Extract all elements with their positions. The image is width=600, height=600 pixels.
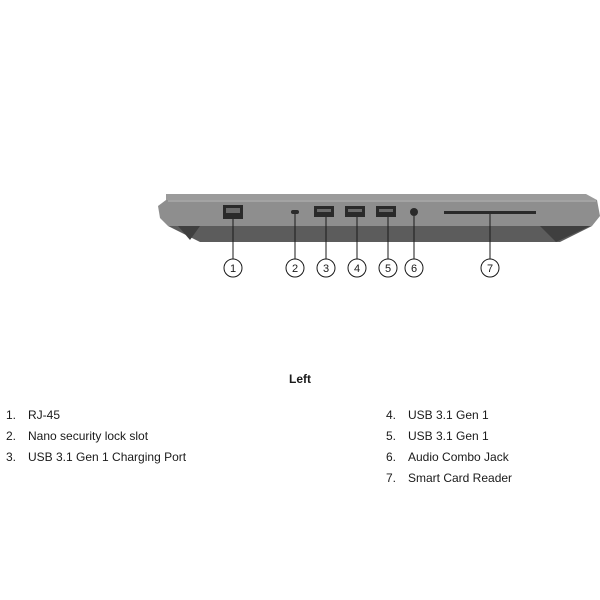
callout-number-1: 1 xyxy=(230,263,236,275)
callout-number-7: 7 xyxy=(487,263,493,275)
usb-port-5 xyxy=(376,206,396,217)
legend-item: 5. USB 3.1 Gen 1 xyxy=(386,426,512,447)
legend-item: 2. Nano security lock slot xyxy=(6,426,186,447)
callout-circle-5 xyxy=(378,258,398,278)
legend-list-left: 1. RJ-45 2. Nano security lock slot 3. USB … xyxy=(6,405,186,468)
callout-circle-7 xyxy=(480,258,500,278)
laptop-base xyxy=(168,226,592,242)
callout-number-2: 2 xyxy=(292,263,298,275)
laptop-rear-foot xyxy=(540,226,590,242)
laptop-left-side-diagram: 1 2 3 4 5 6 7 xyxy=(158,194,600,278)
usb-port-3 xyxy=(314,206,334,217)
callout-number-5: 5 xyxy=(385,263,391,275)
legend-label: Smart Card Reader xyxy=(408,471,513,485)
legend-index: 5. xyxy=(386,429,397,443)
audio-jack xyxy=(410,208,418,216)
callout-circle-2 xyxy=(285,258,305,278)
callout-number-6: 6 xyxy=(411,263,417,275)
laptop-front-foot xyxy=(178,226,200,240)
legend-item: 4. USB 3.1 Gen 1 xyxy=(386,405,512,426)
legend-item: 1. RJ-45 xyxy=(6,405,186,426)
legend-label: USB 3.1 Gen 1 Charging Port xyxy=(28,450,187,464)
callout-circle-4 xyxy=(347,258,367,278)
legend-label: USB 3.1 Gen 1 xyxy=(408,429,489,443)
legend-index: 3. xyxy=(6,450,17,464)
legend-index: 7. xyxy=(386,471,397,485)
callout-circle-3 xyxy=(316,258,336,278)
legend-index: 2. xyxy=(6,429,17,443)
callout-circle-1 xyxy=(223,258,243,278)
legend-label: Nano security lock slot xyxy=(28,429,149,443)
nano-lock-slot xyxy=(291,210,299,214)
legend-index: 6. xyxy=(386,450,397,464)
callout-number-3: 3 xyxy=(323,263,329,275)
legend-label: RJ-45 xyxy=(28,408,61,422)
usb-port-4 xyxy=(345,206,365,217)
legend-list-right: 4. USB 3.1 Gen 1 5. USB 3.1 Gen 1 6. Audio … xyxy=(386,405,512,489)
legend-index: 1. xyxy=(6,408,17,422)
legend-label: Audio Combo Jack xyxy=(408,450,509,464)
legend-index: 4. xyxy=(386,408,397,422)
legend-item: 6. Audio Combo Jack xyxy=(386,447,512,468)
rj45-port xyxy=(223,205,243,219)
legend-item: 3. USB 3.1 Gen 1 Charging Port xyxy=(6,447,186,468)
legend-label: USB 3.1 Gen 1 xyxy=(408,408,489,422)
callout-circle-6 xyxy=(404,258,424,278)
smart-card-slot xyxy=(444,211,536,214)
callout-number-4: 4 xyxy=(354,263,360,275)
callout-lines xyxy=(232,214,491,259)
view-title: Left xyxy=(289,372,311,386)
laptop-lid xyxy=(166,194,597,200)
legend-item: 7. Smart Card Reader xyxy=(386,468,512,489)
